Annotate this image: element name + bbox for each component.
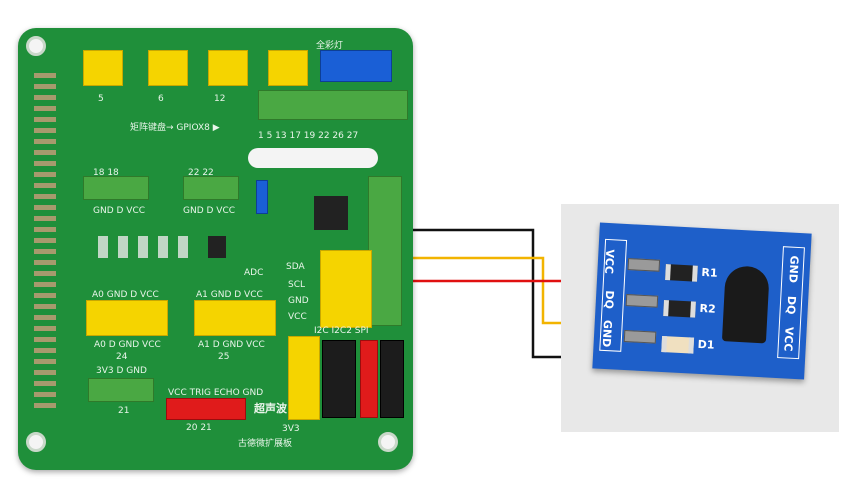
bottom-green-header: [88, 378, 154, 402]
gpio-pin-row: [34, 73, 56, 413]
temperature-sensor-chip: [721, 265, 770, 344]
header-pin: [625, 294, 659, 308]
header-number: 12: [214, 94, 226, 104]
label-r2: R2: [699, 301, 717, 316]
header-number: 6: [158, 94, 164, 104]
green-header-18: [83, 176, 149, 200]
expansion-board: 全彩灯 5 6 12 矩阵键盘→ GPIOX8 ▶ 1 5 13 17 19 2…: [18, 28, 413, 470]
resistor-r1: [665, 264, 698, 282]
row18-label: 18 18: [93, 168, 119, 178]
yellow-header: [148, 50, 188, 86]
a1-yellow-header: [194, 300, 276, 336]
yellow-vertical-header: [288, 336, 320, 420]
led-d1: [661, 335, 695, 354]
green-vertical-header: [368, 176, 402, 326]
vcc-echo-label: VCC TRIG ECHO GND: [168, 388, 264, 398]
yellow-header: [208, 50, 248, 86]
a1-label: A1 GND D VCC: [196, 290, 263, 300]
label-r1: R1: [701, 265, 718, 280]
header-number: 5: [98, 94, 104, 104]
board-slot: [248, 148, 378, 168]
i2c-spi-label: I2C I2C2 SPI: [314, 326, 369, 336]
blue-jumper: [256, 180, 268, 214]
a1-number: 25: [218, 352, 230, 362]
mount-hole: [26, 432, 46, 452]
a0-number: 24: [116, 352, 128, 362]
blue-header: [320, 50, 392, 82]
right-pin-dq: DQ: [784, 295, 799, 315]
resistor-row: [98, 236, 198, 258]
pin-label-vcc: VCC: [602, 248, 617, 275]
right-pin-vcc: VCC: [781, 326, 796, 352]
red-header: [360, 340, 378, 418]
mount-hole: [378, 432, 398, 452]
green-header-22: [183, 176, 239, 200]
gnd-label: GND: [288, 296, 309, 306]
a1-bottom-label: A1 D GND VCC: [198, 340, 265, 350]
pin-label-dq: DQ: [602, 290, 617, 310]
scl-label: SCL: [288, 280, 306, 290]
pin-label-gnd: GND: [599, 319, 615, 348]
row22-label: 22 22: [188, 168, 214, 178]
vcc-label: VCC: [288, 312, 307, 322]
resistor-r2: [663, 300, 696, 318]
gpio-numbers: 1 5 13 17 19 22 26 27: [258, 131, 359, 141]
black-header: [322, 340, 356, 418]
gnd-d-vcc-label: GND D VCC: [93, 206, 146, 216]
i2c-yellow-header: [320, 250, 372, 328]
board-name: 古德微扩展板: [238, 439, 293, 449]
label-d1: D1: [697, 337, 715, 352]
gnd-d-vcc-label: GND D VCC: [183, 206, 236, 216]
black-header: [380, 340, 404, 418]
ds18b20-module: VCC DQ GND R1 R2 D1 GND DQ VCC: [592, 222, 812, 380]
a0-yellow-header: [86, 300, 168, 336]
ultrasonic-label: 超声波: [254, 402, 287, 415]
gpio-green-header: [258, 90, 408, 120]
ultrasonic-numbers: 20 21: [186, 423, 212, 433]
header-pin: [627, 258, 661, 272]
full-color-label: 全彩灯: [316, 41, 344, 51]
ultrasonic-red-header: [166, 398, 246, 420]
mount-hole: [26, 36, 46, 56]
yellow-header: [268, 50, 308, 86]
three-v-label: 3V3: [282, 424, 300, 434]
sda-label: SDA: [286, 262, 305, 272]
bottom-left-label: 3V3 D GND: [96, 366, 147, 376]
ic-chip: [314, 196, 348, 230]
header-pin: [623, 329, 657, 344]
right-pin-gnd: GND: [786, 255, 801, 284]
gpio-title: 矩阵键盘→ GPIOX8 ▶: [130, 123, 220, 133]
a0-bottom-label: A0 D GND VCC: [94, 340, 161, 350]
a0-label: A0 GND D VCC: [92, 290, 159, 300]
yellow-header: [83, 50, 123, 86]
adc-label: ADC: [244, 268, 264, 278]
ic-chip: [208, 236, 226, 258]
bottom-number: 21: [118, 406, 130, 416]
